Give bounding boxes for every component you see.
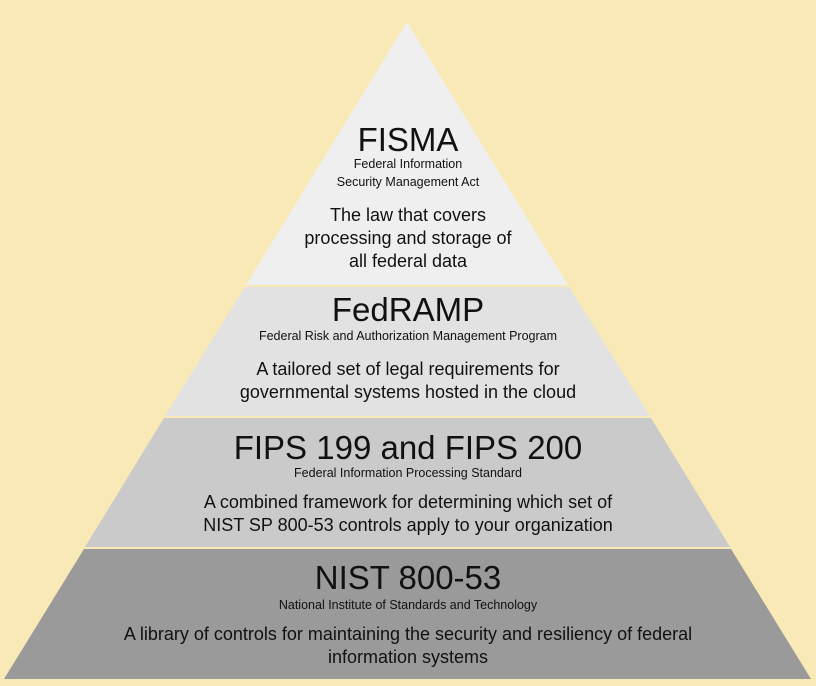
layer-fisma (246, 22, 568, 285)
layer-fips (85, 418, 730, 547)
nist-subtitle: National Institute of Standards and Tech… (278, 598, 538, 612)
fisma-description: processing and storage of (304, 228, 512, 248)
fedramp-description: A tailored set of legal requirements for (256, 359, 560, 379)
fedramp-description: governmental systems hosted in the cloud (239, 382, 577, 402)
layer-nist (4, 549, 811, 679)
fisma-title: FISMA (357, 121, 459, 158)
fips-description: NIST SP 800-53 controls apply to your or… (203, 515, 613, 535)
nist-description: A library of controls for maintaining th… (123, 624, 693, 644)
fisma-description: all federal data (348, 251, 468, 271)
fips-subtitle: Federal Information Processing Standard (294, 466, 522, 480)
fips-description: A combined framework for determining whi… (203, 492, 613, 512)
fisma-description: The law that covers (329, 205, 487, 225)
fips-title: FIPS 199 and FIPS 200 (233, 429, 583, 466)
nist-title: NIST 800-53 (314, 559, 502, 596)
layer-fedramp (165, 287, 650, 416)
fisma-subtitle: Security Management Act (336, 175, 480, 189)
fisma-subtitle: Federal Information (353, 157, 463, 171)
fedramp-subtitle: Federal Risk and Authorization Managemen… (258, 329, 558, 343)
fedramp-title: FedRAMP (331, 291, 485, 328)
nist-description: information systems (327, 647, 489, 667)
